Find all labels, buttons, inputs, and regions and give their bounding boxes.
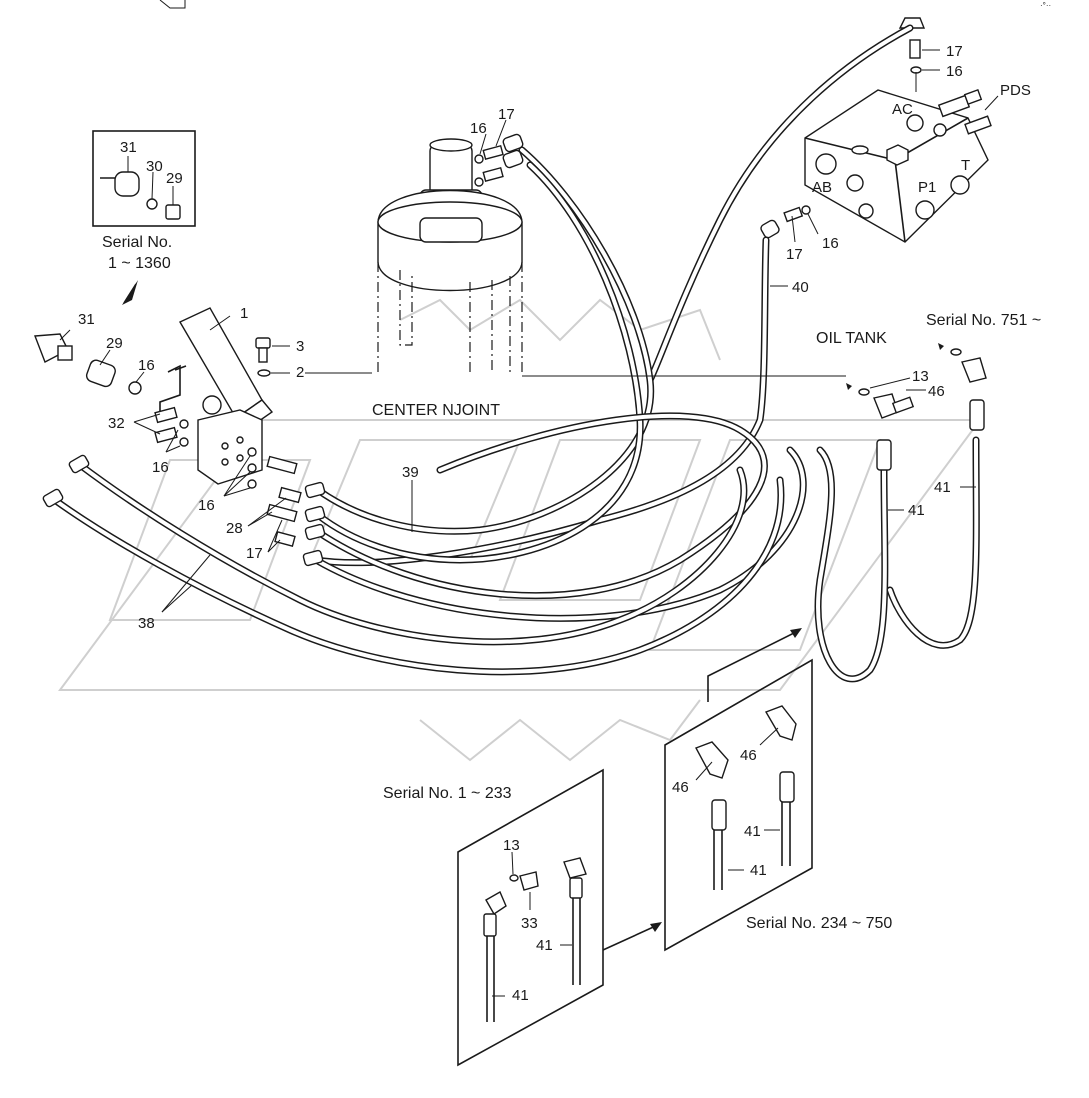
pedal-fittings-left: 32 16 [108, 406, 189, 476]
callout-41-d: 41 [512, 987, 529, 1004]
callout-38: 38 [138, 615, 155, 632]
callout-16-f: 16 [822, 235, 839, 252]
inset-arrow-2 [790, 628, 802, 638]
callout-32: 32 [108, 415, 125, 432]
callout-33: 33 [521, 915, 538, 932]
callout-13-a: 13 [912, 368, 929, 385]
inset-arrow-1 [650, 922, 662, 932]
serial-label-751: Serial No. 751 ~ [926, 312, 1041, 329]
serial-label-234-750: Serial No. 234 ~ 750 [746, 915, 892, 932]
pressure-switch-assembly: 31 29 16 [34, 311, 155, 395]
bolt-and-washer: 3 2 [255, 337, 372, 381]
inset-serial-1-1360: 31 30 29 [92, 130, 196, 227]
callout-39: 39 [402, 464, 419, 481]
callout-3: 3 [296, 338, 304, 355]
callout-41-a: 41 [908, 502, 925, 519]
callout-40: 40 [792, 279, 809, 296]
callout-46-b: 46 [672, 779, 689, 796]
serial-label-1-1360-b: 1 ~ 1360 [108, 255, 171, 272]
callout-46-a: 46 [928, 383, 945, 400]
callout-16-a: 16 [138, 357, 155, 374]
callout-13-b: 13 [503, 837, 520, 854]
valve-ab-fittings: 17 16 [760, 205, 839, 263]
callout-16-e: 16 [946, 63, 963, 80]
oil-tank-label: OIL TANK [816, 330, 887, 347]
center-joint-fittings: 16 17 [470, 106, 524, 187]
callout-28: 28 [226, 520, 243, 537]
port-p1-label: P1 [918, 179, 936, 196]
port-t-label: T [961, 157, 970, 174]
callout-46-c: 46 [740, 747, 757, 764]
callout-1: 1 [240, 305, 248, 322]
callout-31-main: 31 [78, 311, 95, 328]
watermark-logo [58, 298, 982, 762]
callout-16-c: 16 [198, 497, 215, 514]
pds-label: PDS [1000, 82, 1031, 99]
hoses [48, 24, 980, 683]
cut-fragment [159, 0, 186, 9]
callout-17-d: 17 [786, 246, 803, 263]
corner-mark: ·°·· [1040, 1, 1051, 10]
inset-serial-234-750: Serial No. 234 ~ 750 46 46 41 41 [664, 658, 892, 952]
serial-label-1-233: Serial No. 1 ~ 233 [383, 785, 512, 802]
callout-16-d: 16 [470, 120, 487, 137]
serial-label-1-1360-a: Serial No. [102, 234, 172, 251]
callout-29: 29 [166, 170, 183, 187]
callout-16-b: 16 [152, 459, 169, 476]
oil-tank-fittings: OIL TANK Serial No. 751 ~ 13 46 [816, 312, 1041, 471]
control-valve-block: PDS AC AB P1 T [804, 82, 1031, 243]
center-joint-label: CENTER NJOINT [372, 402, 500, 419]
callout-41-c: 41 [536, 937, 553, 954]
pedal-valve: 1 [159, 305, 274, 485]
port-ac-label: AC [892, 101, 913, 118]
callout-17-c: 17 [946, 43, 963, 60]
callout-30: 30 [146, 158, 163, 175]
callout-31: 31 [120, 139, 137, 156]
valve-top-fittings: 17 16 [898, 17, 963, 92]
callout-17-a: 17 [246, 545, 263, 562]
inset-serial-1-233: Serial No. 1 ~ 233 13 33 41 41 [383, 768, 604, 1067]
callout-17-b: 17 [498, 106, 515, 123]
pedal-hose-ends [42, 454, 326, 567]
pedal-fittings-right: 16 28 17 [198, 447, 302, 562]
center-joint: CENTER NJOINT [372, 138, 523, 419]
callout-41-f: 41 [750, 862, 767, 879]
callout-29-main: 29 [106, 335, 123, 352]
port-ab-label: AB [812, 179, 832, 196]
hose-callouts: 39 40 38 41 41 [138, 279, 976, 632]
callout-41-b: 41 [934, 479, 951, 496]
callout-41-e: 41 [744, 823, 761, 840]
callout-2: 2 [296, 364, 304, 381]
